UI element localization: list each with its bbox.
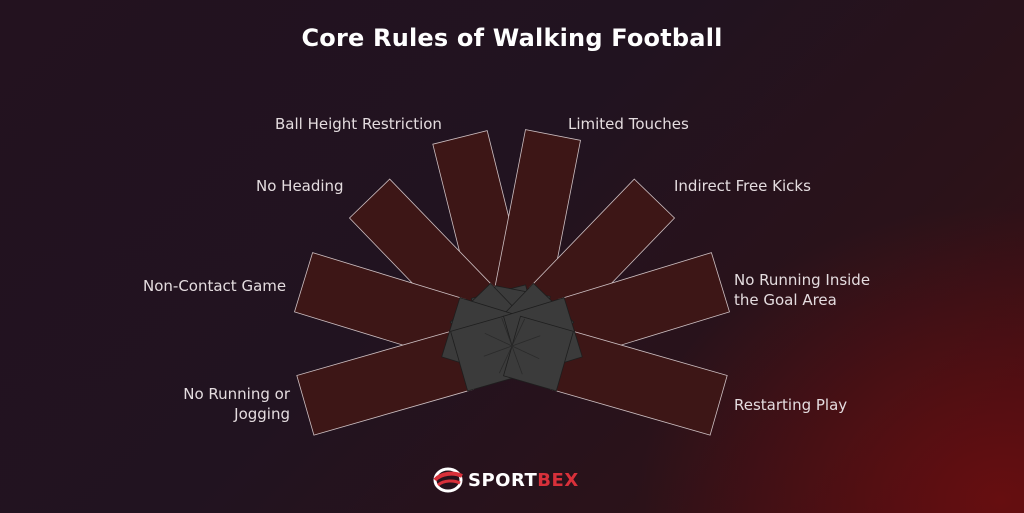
label-line: No Running or bbox=[183, 385, 290, 403]
label-line: the Goal Area bbox=[734, 291, 837, 309]
brand-name-part1: SPORT bbox=[468, 469, 538, 491]
brand-logo: SPORTBEX bbox=[432, 466, 579, 494]
hub-line bbox=[498, 345, 513, 374]
page-title: Core Rules of Walking Football bbox=[301, 24, 723, 52]
label-restarting-play: Restarting Play bbox=[734, 396, 848, 414]
brand-name-part2: BEX bbox=[537, 469, 579, 491]
hub-line bbox=[511, 335, 541, 347]
hub-line bbox=[511, 345, 523, 375]
sportbex-logo-icon bbox=[433, 467, 463, 493]
label-non-contact-game: Non-Contact Game bbox=[143, 277, 287, 295]
label-no-running-inside-goal-area: No Running Inside the Goal Area bbox=[734, 270, 870, 310]
label-ball-height-restriction: Ball Height Restriction bbox=[275, 115, 442, 133]
label-indirect-free-kicks: Indirect Free Kicks bbox=[674, 177, 811, 195]
hub-line bbox=[511, 345, 540, 360]
label-limited-touches: Limited Touches bbox=[568, 115, 689, 133]
brand-name: SPORTBEX bbox=[468, 470, 579, 491]
hub-line bbox=[483, 345, 513, 357]
label-no-heading: No Heading bbox=[256, 177, 344, 195]
hub-segment bbox=[503, 315, 574, 392]
label-line: No Running Inside bbox=[734, 271, 871, 289]
label-line: Jogging bbox=[234, 405, 290, 423]
hub-line bbox=[501, 317, 513, 347]
hub-line bbox=[511, 318, 526, 347]
label-no-running-or-jogging: No Running or Jogging bbox=[160, 384, 290, 424]
hub-line bbox=[484, 332, 513, 347]
